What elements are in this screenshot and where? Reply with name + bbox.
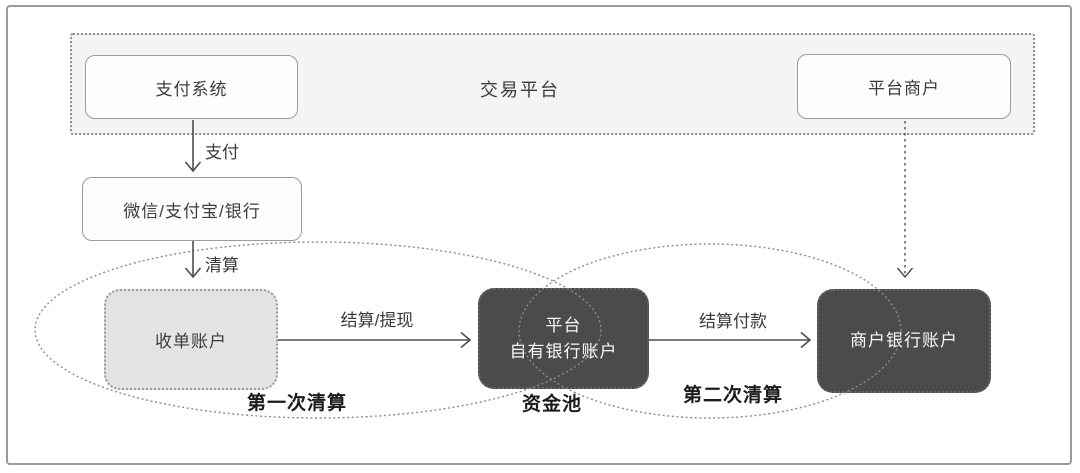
- node-payment-system-label: 支付系统: [155, 79, 228, 99]
- node-payment-channels-label: 微信/支付宝/银行: [123, 201, 261, 221]
- region-label-first-clearing: 第一次清算: [246, 393, 347, 414]
- edge-label-pay: 支付: [205, 143, 239, 162]
- node-platform-merchant: 平台商户: [797, 54, 1011, 119]
- node-merchant-bank-account: 商户银行账户: [817, 289, 991, 393]
- platform-bank-line2: 自有银行账户: [509, 341, 618, 361]
- node-acquiring-account-label: 收单账户: [155, 332, 227, 351]
- edge-label-settle-payment: 结算付款: [699, 312, 767, 331]
- node-payment-system: 支付系统: [85, 55, 298, 119]
- outer-frame: [6, 5, 1072, 465]
- node-platform-merchant-label: 平台商户: [868, 79, 940, 98]
- region-label-capital-pool: 资金池: [521, 394, 582, 415]
- node-platform-own-bank-account: 平台 自有银行账户: [478, 288, 649, 389]
- region-label-second-clearing: 第二次清算: [682, 385, 783, 406]
- edge-label-settle-withdraw: 结算/提现: [340, 311, 414, 330]
- trade-platform-label: 交易平台: [480, 80, 560, 100]
- node-merchant-bank-account-label: 商户银行账户: [850, 331, 958, 350]
- platform-bank-line1: 平台: [545, 315, 582, 335]
- edge-label-clearing: 清算: [205, 256, 239, 275]
- node-platform-own-bank-account-label: 平台 自有银行账户: [510, 313, 618, 365]
- node-payment-channels: 微信/支付宝/银行: [82, 177, 302, 241]
- node-acquiring-account: 收单账户: [104, 289, 278, 390]
